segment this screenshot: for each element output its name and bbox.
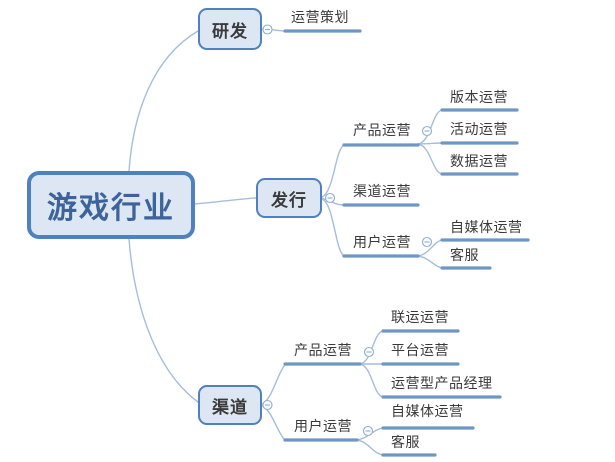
collapse-button-research[interactable] <box>262 24 273 35</box>
topic-ops-planning[interactable]: 运营策划 <box>291 9 349 25</box>
collapse-button-publishing[interactable] <box>324 192 336 204</box>
topic-channel[interactable]: 渠道 <box>198 385 262 425</box>
root-topic[interactable]: 游戏行业 <box>27 171 195 239</box>
collapse-button-channel[interactable] <box>262 399 273 411</box>
topic-publishing[interactable]: 发行 <box>256 178 322 218</box>
topic-customer-service-ch[interactable]: 客服 <box>391 434 420 450</box>
topic-customer-service-pub[interactable]: 客服 <box>450 247 479 263</box>
collapse-button-product-ops-ch[interactable] <box>363 346 375 358</box>
topic-research[interactable]: 研发 <box>198 8 262 50</box>
connector-userops-mediaops <box>417 239 443 257</box>
connector-pub-userops <box>321 198 345 257</box>
topic-joint-ops[interactable]: 联运运营 <box>391 309 449 325</box>
connector-channel-userops <box>261 405 286 441</box>
connector-chproductops-jointops <box>359 330 384 365</box>
topic-user-ops-ch[interactable]: 用户运营 <box>294 418 352 434</box>
connector-root-research <box>128 30 199 172</box>
collapse-button-user-ops-pub[interactable] <box>421 236 433 248</box>
connector-chuserops-service <box>356 439 384 456</box>
topic-platform-ops[interactable]: 平台运营 <box>391 342 449 358</box>
topic-user-ops-pub[interactable]: 用户运营 <box>353 234 411 250</box>
topic-media-ops-pub[interactable]: 自媒体运营 <box>450 219 523 235</box>
connector-root-channel <box>128 238 199 403</box>
connector-userops-service <box>417 255 443 269</box>
topic-channel-ops[interactable]: 渠道运营 <box>353 183 411 199</box>
topic-media-ops-ch[interactable]: 自媒体运营 <box>391 403 464 419</box>
topic-version-ops[interactable]: 版本运营 <box>450 89 508 105</box>
connector-root-publishing <box>194 197 257 205</box>
topic-data-ops[interactable]: 数据运营 <box>450 153 508 169</box>
connector-chproductops-opspm <box>359 363 384 398</box>
connector-productops-dataops <box>417 143 443 175</box>
connector-channel-productops <box>261 364 286 405</box>
topic-activity-ops[interactable]: 活动运营 <box>450 121 508 137</box>
connector-pub-channelops <box>321 197 345 206</box>
topic-ops-product-manager[interactable]: 运营型产品经理 <box>391 375 493 391</box>
topic-product-ops-pub[interactable]: 产品运营 <box>353 122 411 138</box>
topic-product-ops-ch[interactable]: 产品运营 <box>294 342 352 358</box>
connector-productops-versionops <box>417 109 443 145</box>
collapse-button-product-ops-pub[interactable] <box>421 125 433 137</box>
connector-pub-productops <box>321 144 345 198</box>
collapse-button-user-ops-ch[interactable] <box>362 425 374 437</box>
